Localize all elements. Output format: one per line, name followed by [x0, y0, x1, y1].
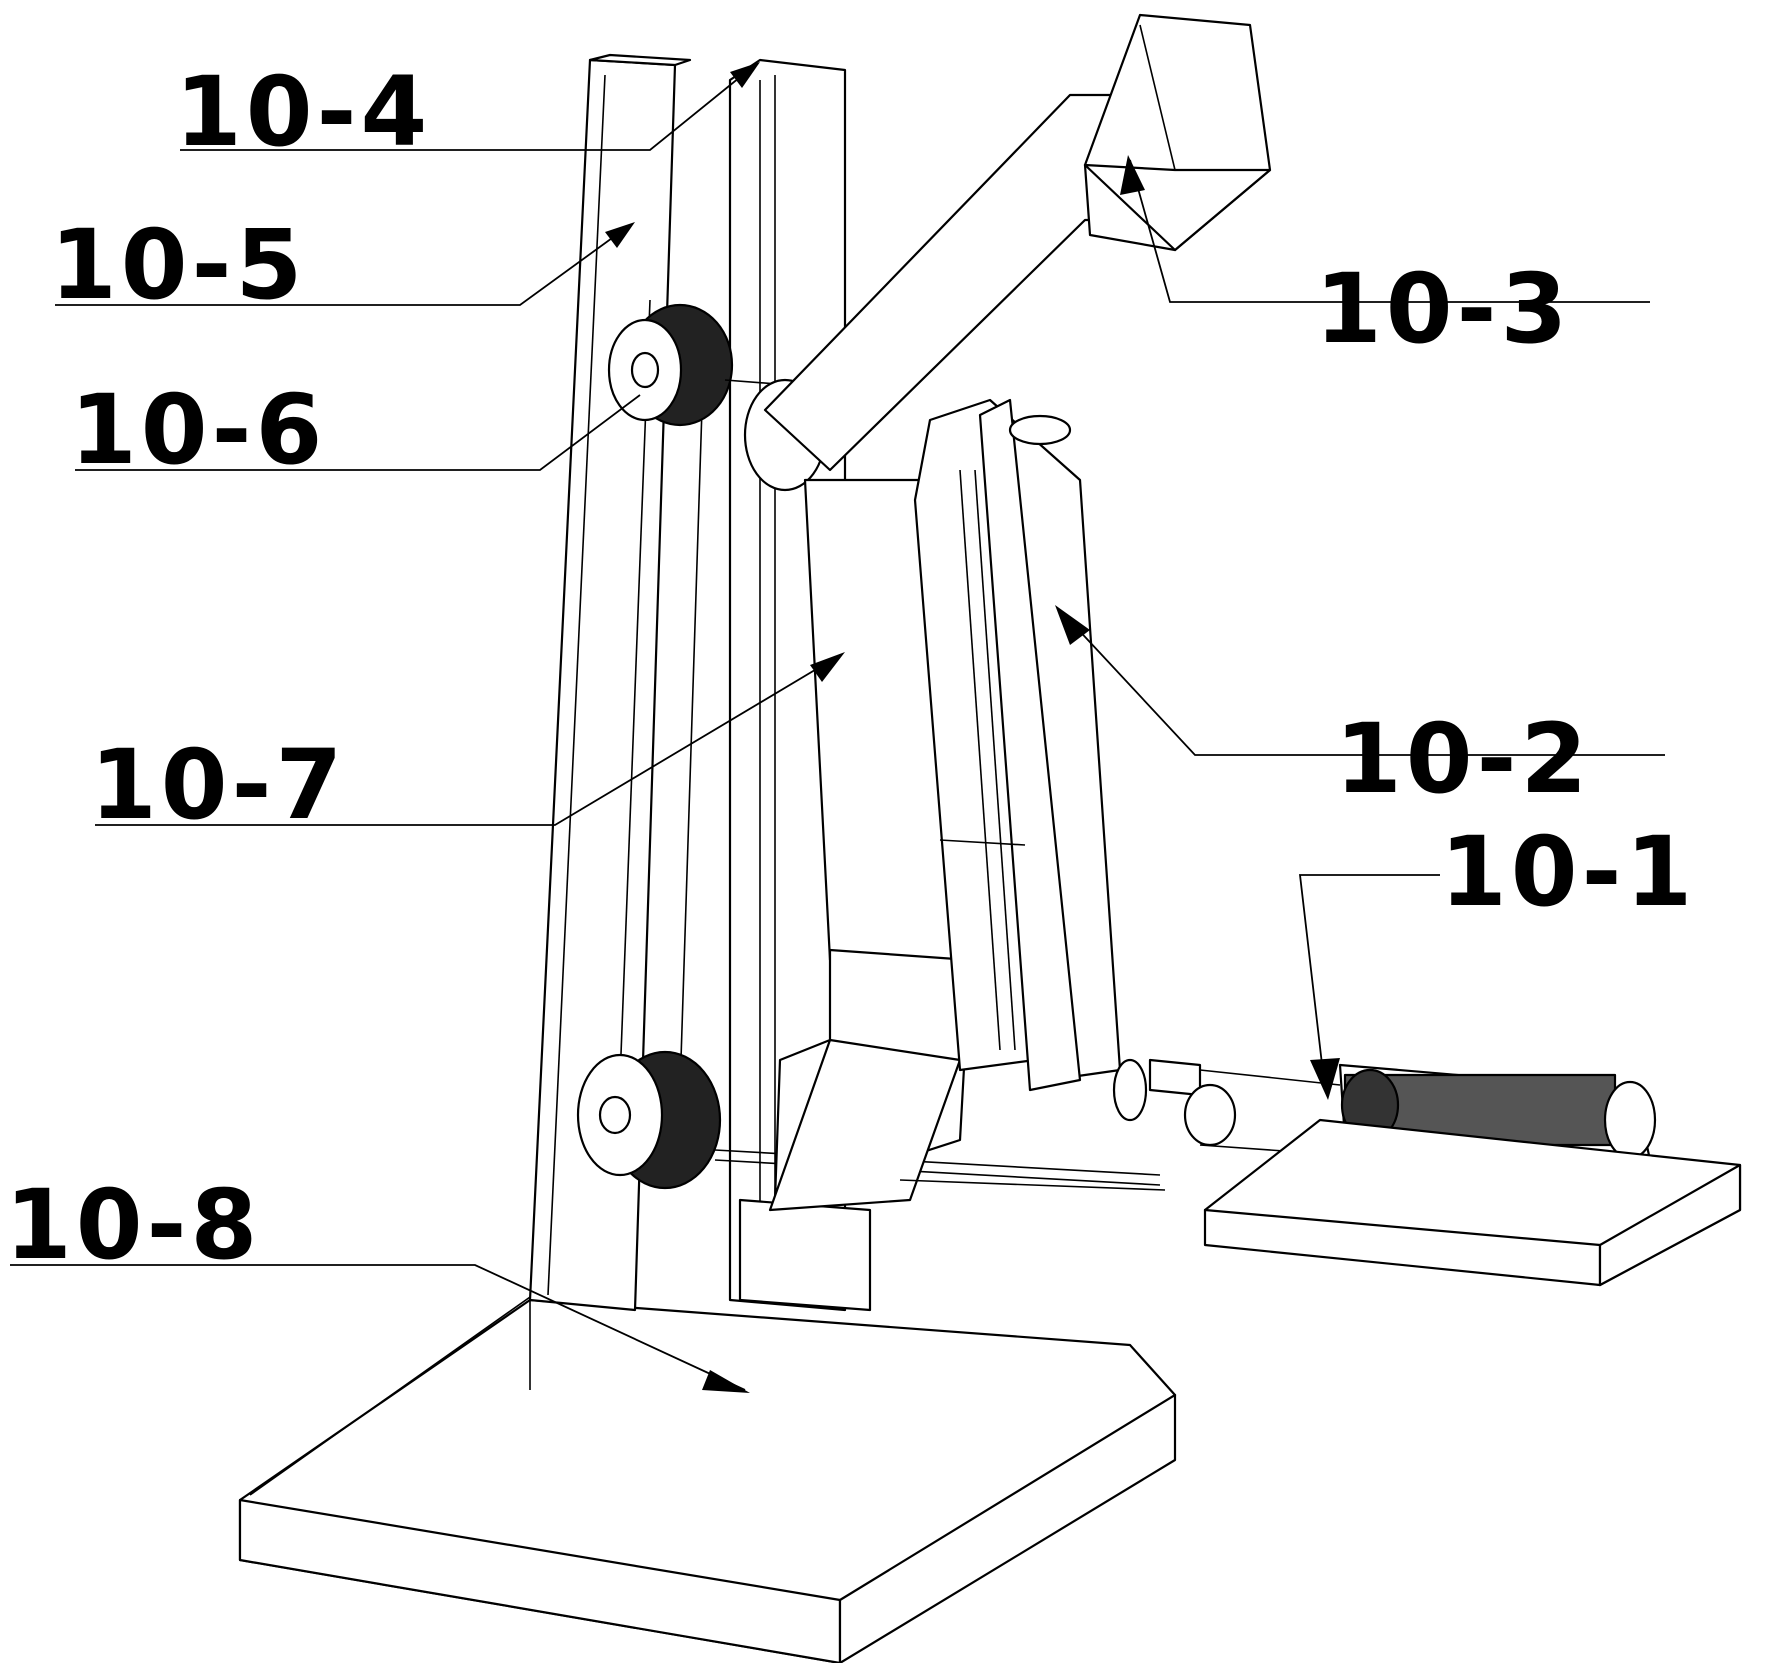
label-10-6: 10-6 — [70, 374, 326, 486]
lower-pulley — [576, 1050, 1161, 1190]
label-10-4: 10-4 — [175, 56, 431, 168]
leader-10-7 — [95, 652, 845, 826]
base-plate — [238, 1289, 1177, 1663]
label-10-5: 10-5 — [50, 209, 306, 321]
label-10-1: 10-1 — [1440, 816, 1696, 928]
leader-10-6 — [75, 394, 641, 471]
linkage-frame — [899, 398, 1166, 1191]
leader-10-2 — [1055, 605, 1665, 756]
swing-arm — [763, 13, 1272, 472]
label-10-8: 10-8 — [5, 1169, 261, 1281]
drive-shaft — [1148, 1058, 1341, 1156]
leader-10-4 — [180, 62, 760, 151]
upper-pulley — [607, 303, 791, 427]
label-10-3: 10-3 — [1315, 253, 1571, 365]
timing-belt — [619, 299, 706, 1091]
leader-10-8 — [10, 1264, 750, 1393]
label-10-7: 10-7 — [90, 729, 346, 841]
leader-10-3 — [1120, 155, 1650, 303]
label-10-2: 10-2 — [1335, 703, 1591, 815]
leader-10-1 — [1298, 874, 1440, 1100]
leader-10-5 — [55, 222, 635, 306]
motor-mount-plate — [1203, 1118, 1742, 1287]
